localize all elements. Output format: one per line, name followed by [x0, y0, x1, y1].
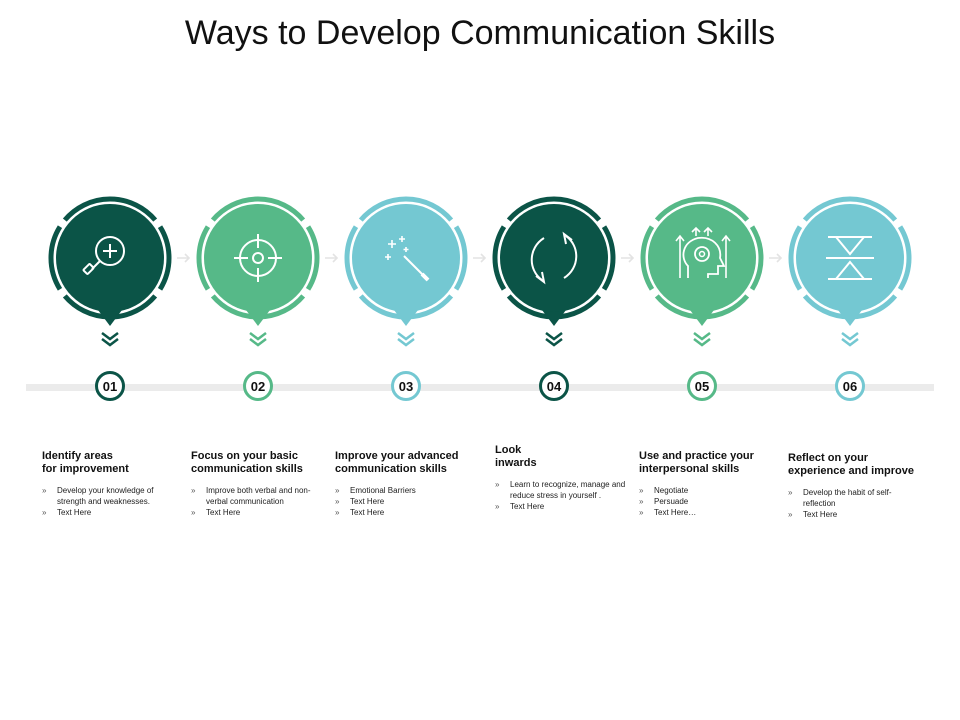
step-hub-graphic — [788, 196, 912, 326]
step-bullet-list: » Develop the habit of self-reflection » Te… — [788, 488, 923, 520]
list-item: » Text Here — [191, 508, 326, 519]
bullet-marker: » — [191, 507, 196, 517]
list-item: » Text Here… — [639, 508, 774, 519]
step-bullet-list: » Learn to recognize, manage and reduce s… — [495, 480, 630, 512]
step-03-hub — [344, 196, 468, 326]
step-heading: Improve your advanced communication skil… — [335, 450, 459, 475]
step-02-text: Focus on your basic communication skills… — [191, 450, 326, 518]
magic-wand-icon — [385, 236, 430, 282]
timeline-bar — [26, 384, 934, 391]
list-item: » Text Here — [495, 502, 630, 513]
step-number-badge: 06 — [835, 371, 865, 401]
magnifier-plus-icon — [82, 236, 125, 275]
bullet-text: Text Here — [350, 507, 385, 517]
bullet-text: Text Here — [57, 507, 92, 517]
list-item: » Text Here — [335, 508, 470, 519]
list-item: » Learn to recognize, manage and reduce s… — [495, 480, 630, 502]
step-number-badge: 04 — [539, 371, 569, 401]
chevron-down-icon — [839, 330, 861, 348]
hourglass-icon — [826, 236, 874, 280]
list-item: » Negotiate — [639, 486, 774, 497]
list-item: » Text Here — [42, 508, 177, 519]
step-03-text: Improve your advanced communication skil… — [335, 450, 470, 518]
refresh-arrows-icon — [530, 231, 578, 285]
list-item: » Develop your knowledge of strength and … — [42, 486, 177, 508]
list-item: » Text Here — [788, 510, 923, 521]
step-hub-graphic — [640, 196, 764, 326]
step-bullet-list: » Negotiate » Persuade » Text Here… — [639, 486, 774, 518]
chevron-right-icon — [176, 251, 192, 263]
bullet-text: Text Here — [350, 496, 385, 506]
bullet-marker: » — [42, 507, 47, 517]
step-number-badge: 02 — [243, 371, 273, 401]
bullet-marker: » — [335, 507, 340, 517]
chevron-down-icon — [395, 330, 417, 348]
step-heading: Use and practice your interpersonal skil… — [639, 450, 754, 475]
list-item: » Improve both verbal and non-verbal comm… — [191, 486, 326, 508]
bullet-text: Improve both verbal and non-verbal commu… — [206, 486, 311, 506]
chevron-down-icon — [99, 330, 121, 348]
bullet-marker: » — [335, 496, 340, 506]
step-bullet-list: » Improve both verbal and non-verbal comm… — [191, 486, 326, 518]
head-gear-arrows-icon — [675, 226, 731, 278]
bullet-text: Emotional Barriers — [350, 486, 416, 495]
step-number-badge: 01 — [95, 371, 125, 401]
step-heading: Look inwards — [495, 444, 537, 469]
bullet-text: Learn to recognize, manage and reduce st… — [510, 480, 626, 500]
step-hub-graphic — [492, 196, 616, 326]
chevron-down-icon — [543, 330, 565, 348]
bullet-marker: » — [191, 486, 196, 495]
step-heading: Reflect on your experience and improve — [788, 452, 914, 477]
step-01-hub — [48, 196, 172, 326]
bullet-marker: » — [788, 488, 793, 497]
chevron-right-icon — [472, 251, 488, 263]
step-number-badge: 05 — [687, 371, 717, 401]
chevron-down-icon — [691, 330, 713, 348]
step-hub-graphic — [344, 196, 468, 326]
list-item: » Persuade — [639, 497, 774, 508]
list-item: » Develop the habit of self-reflection — [788, 488, 923, 510]
step-bullet-list: » Develop your knowledge of strength and … — [42, 486, 177, 518]
bullet-marker: » — [42, 486, 47, 495]
step-bullet-list: » Emotional Barriers » Text Here » Text Here — [335, 486, 470, 518]
bullet-text: Text Here — [803, 509, 838, 519]
bullet-marker: » — [335, 486, 340, 495]
step-05-hub — [640, 196, 764, 326]
step-heading: Focus on your basic communication skills — [191, 450, 303, 475]
chevron-right-icon — [620, 251, 636, 263]
page-title: Ways to Develop Communication Skills — [184, 14, 776, 52]
step-number-badge: 03 — [391, 371, 421, 401]
bullet-marker: » — [495, 501, 500, 511]
list-item: » Text Here — [335, 497, 470, 508]
step-hub-graphic — [48, 196, 172, 326]
bullet-text: Develop the habit of self-reflection — [803, 488, 892, 508]
chevron-down-icon — [247, 330, 269, 348]
bullet-text: Text Here — [206, 507, 241, 517]
bullet-text: Negotiate — [654, 486, 689, 495]
bullet-marker: » — [639, 486, 644, 495]
step-01-text: Identify areas for improvement » Develop y… — [42, 450, 177, 518]
bullet-marker: » — [495, 480, 500, 489]
step-hub-graphic — [196, 196, 320, 326]
step-04-hub — [492, 196, 616, 326]
bullet-text: Text Here — [510, 501, 545, 511]
bullet-marker: » — [639, 507, 644, 517]
bullet-marker: » — [639, 496, 644, 506]
step-06-text: Reflect on your experience and improve » D… — [788, 452, 923, 520]
list-item: » Emotional Barriers — [335, 486, 470, 497]
step-heading: Identify areas for improvement — [42, 450, 129, 475]
bullet-marker: » — [788, 509, 793, 519]
chevron-right-icon — [768, 251, 784, 263]
step-04-text: Look inwards » Learn to recognize, manage … — [495, 444, 630, 512]
bullet-text: Develop your knowledge of strength and w… — [57, 486, 154, 506]
target-crosshair-icon — [234, 234, 282, 282]
bullet-text: Persuade — [654, 496, 689, 506]
step-02-hub — [196, 196, 320, 326]
step-05-text: Use and practice your interpersonal skil… — [639, 450, 774, 518]
bullet-text: Text Here… — [654, 507, 697, 517]
step-06-hub — [788, 196, 912, 326]
chevron-right-icon — [324, 251, 340, 263]
